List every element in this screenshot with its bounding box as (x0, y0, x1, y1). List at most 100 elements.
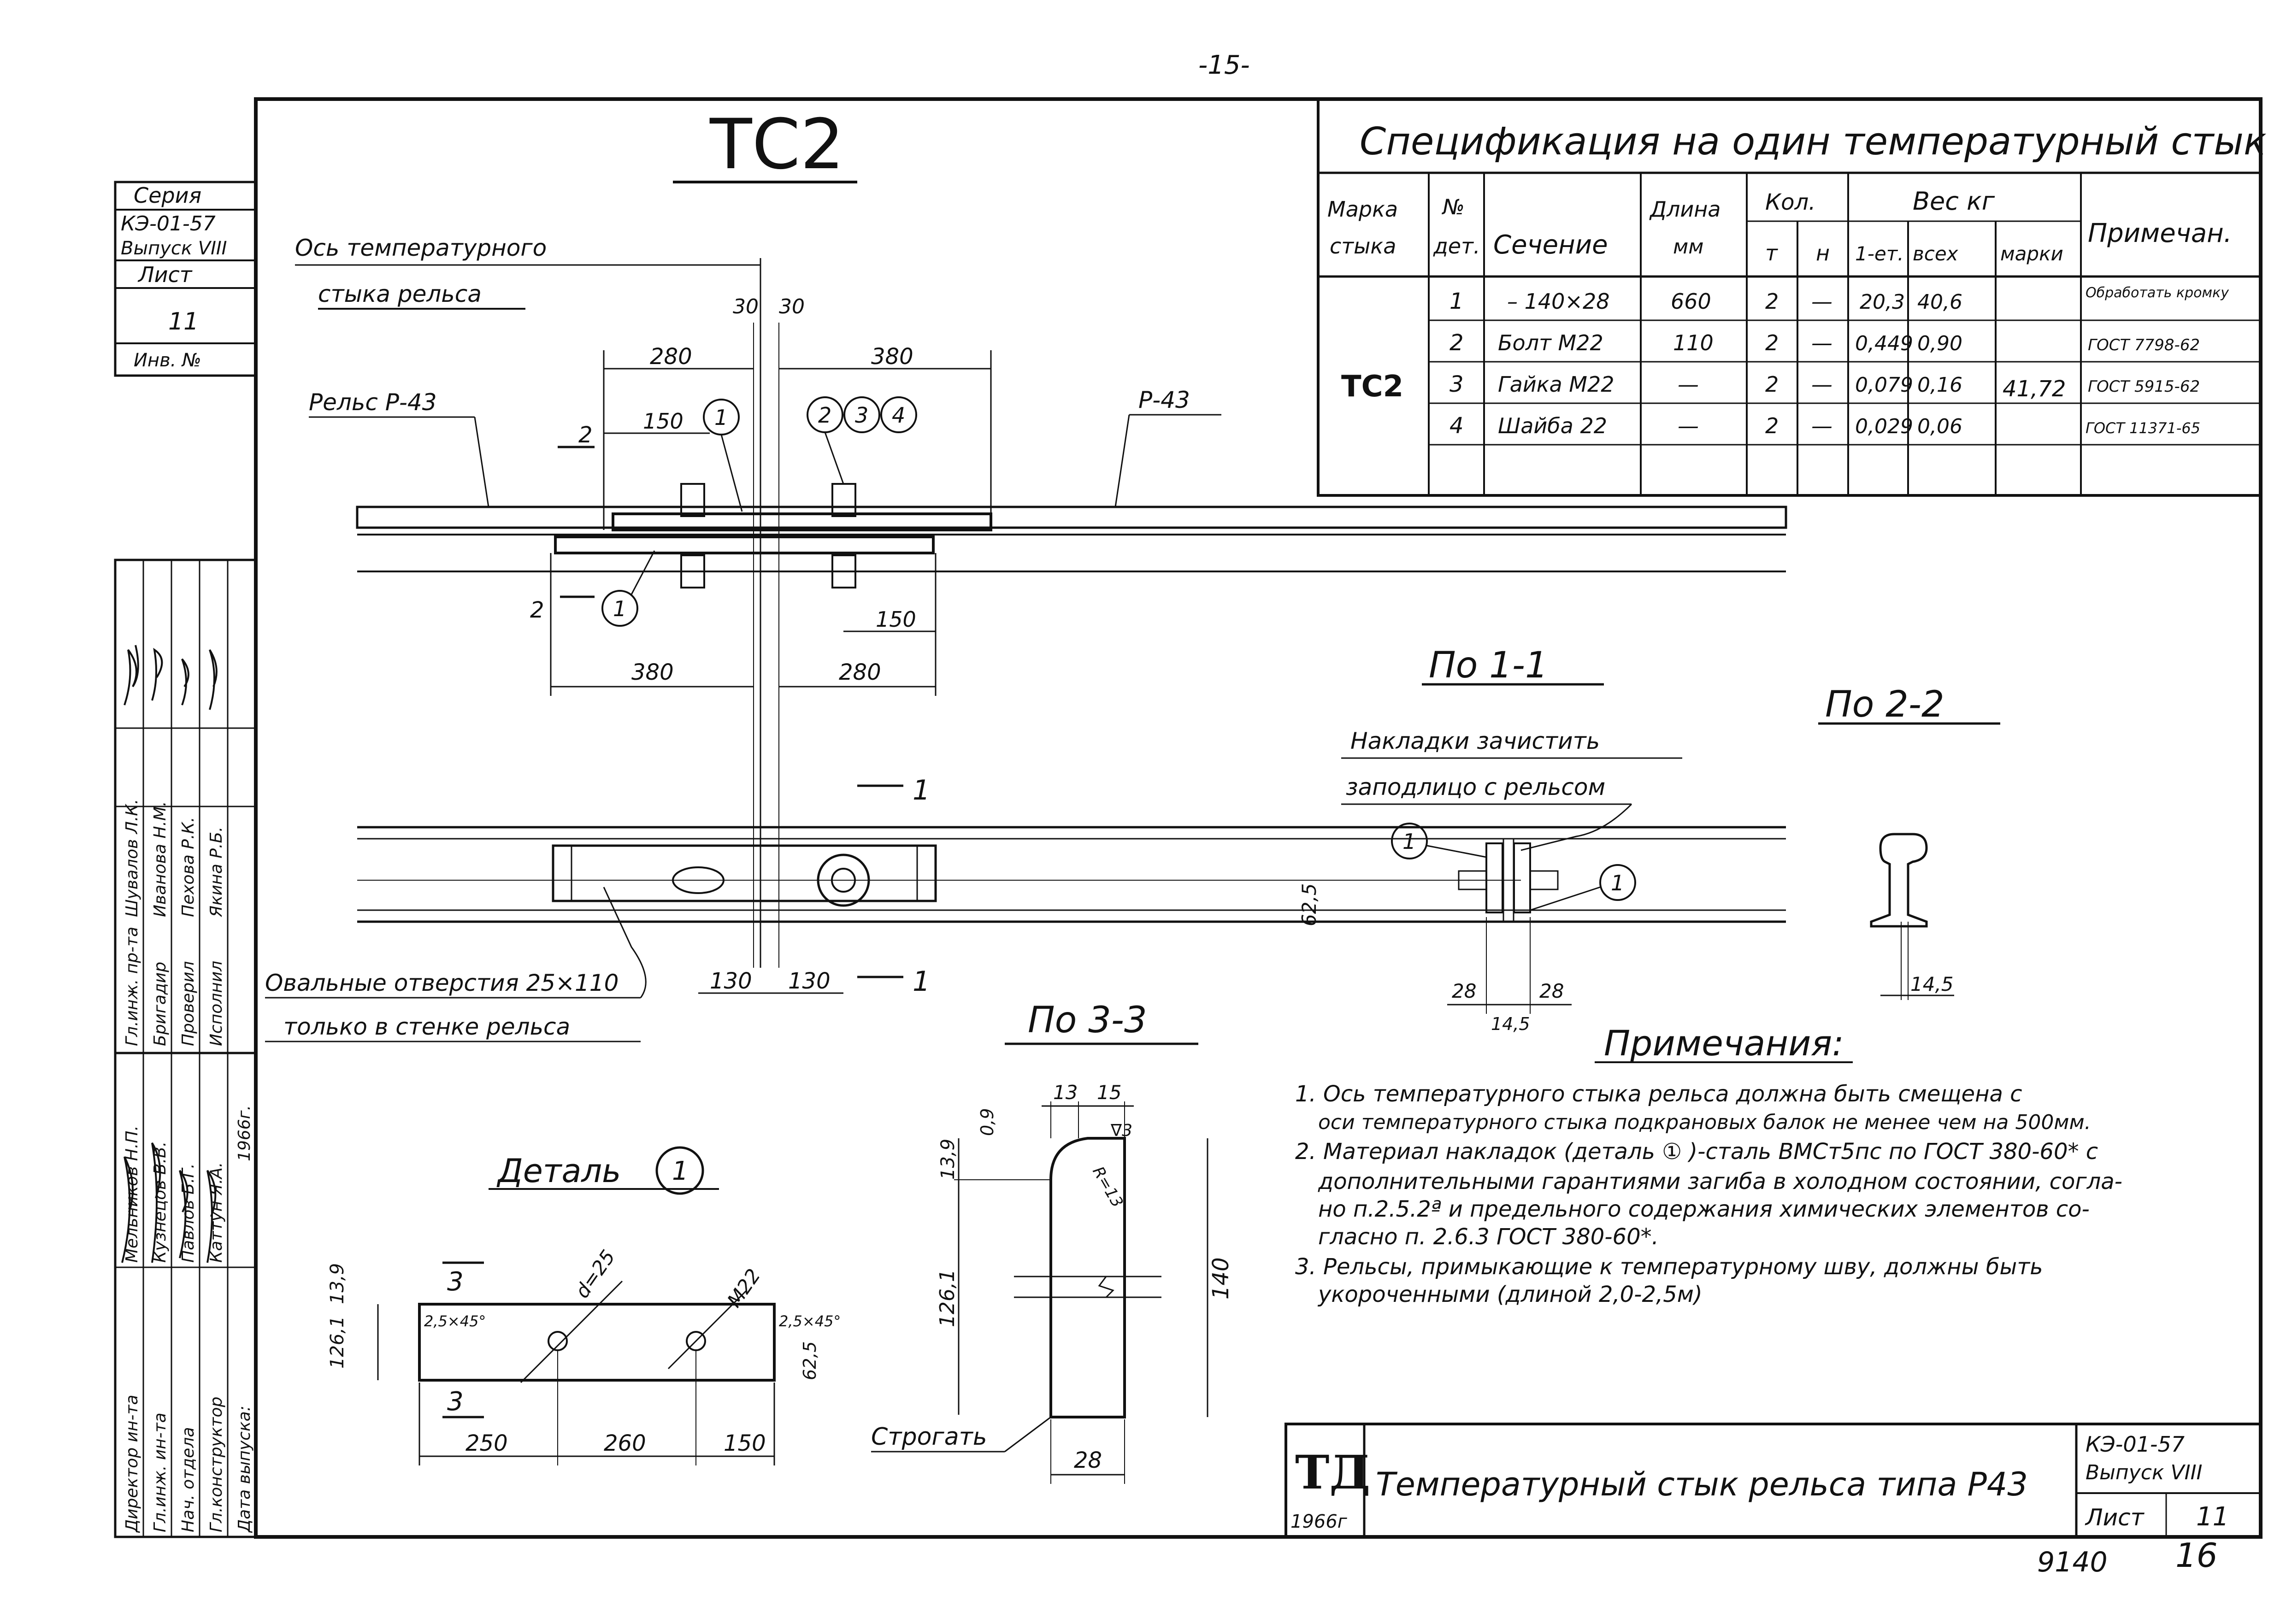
sig-role-7: Проверил (179, 961, 198, 1046)
plan-balloon-1b: 1 (613, 596, 626, 621)
titleblock-list-value: 11 (2196, 1502, 2229, 1532)
dim-150-top: 150 (643, 409, 683, 434)
note-line-0: 1. Ось температурного стыка рельса должн… (1295, 1081, 2022, 1107)
stamp-list-value: 11 (168, 308, 199, 335)
notes-title: Примечания: (1604, 1023, 1844, 1064)
sig-role-8: Исполнил (207, 961, 226, 1046)
row-0-t: 2 (1765, 289, 1779, 314)
spec-table: Спецификация на один температурный стык … (1317, 98, 2266, 497)
table-row: 3 Гайка М22 — 2 — 0,079 0,16 ГОСТ 5915-6… (1449, 371, 2200, 397)
row-1-w1: 0,449 (1855, 332, 1913, 355)
row-2-w1: 0,079 (1855, 373, 1913, 397)
view-2-2: По 2-2 14,5 (1818, 684, 2000, 1000)
hdr-marka-1: Марка (1327, 197, 1398, 222)
titleblock-title: Температурный стык рельса типа Р43 (1376, 1465, 2028, 1503)
detail-hole-d: d=25 (571, 1246, 619, 1302)
row-3-len: — (1678, 413, 1699, 438)
footer-page: 16 (2175, 1536, 2218, 1575)
sec2-bottom: 2 (530, 597, 544, 623)
sig-name-5: Шувалов Л.К. (123, 799, 141, 917)
plan-balloon-3: 3 (855, 403, 868, 428)
rail-left-label: Рельс Р-43 (309, 389, 437, 416)
dim-380-top: 380 (871, 344, 913, 370)
sig-role-2: Нач. отдела (179, 1427, 198, 1532)
view33-dim-1261: 126,1 (936, 1269, 959, 1327)
signatures-lower (121, 1142, 217, 1263)
view33-dim-28: 28 (1074, 1447, 1102, 1473)
view11-note-2: заподлицо с рельсом (1346, 774, 1605, 800)
dim-625-elev: 62,5 (1298, 883, 1320, 926)
hdr-no-1: № (1441, 194, 1465, 219)
detail-dim-625: 62,5 (800, 1341, 820, 1380)
row-1-t: 2 (1765, 330, 1779, 355)
notes-block: Примечания: 1. Ось температурного стыка … (1295, 1023, 2122, 1307)
row-1-n: — (1811, 330, 1832, 355)
note-line-6: 3. Рельсы, примыкающие к температурному … (1295, 1254, 2043, 1280)
row-0-no: 1 (1449, 288, 1464, 314)
table-row: 4 Шайба 22 — 2 — 0,029 0,06 ГОСТ 11371-6… (1449, 413, 2200, 439)
note-line-3: дополнительными гарантиями загиба в холо… (1318, 1169, 2122, 1194)
page-number: -15- (1198, 50, 1250, 80)
footer-order: 9140 (2037, 1546, 2108, 1578)
row-1-wall: 0,90 (1917, 332, 1962, 355)
sig-name-7: Пехова Р.К. (179, 817, 198, 917)
detail-dim-150: 150 (724, 1430, 766, 1456)
row-2-len: — (1678, 372, 1699, 397)
sec1-bottom: 1 (913, 965, 930, 998)
titleblock-logo: ТД (1295, 1445, 1370, 1500)
row-2-t: 2 (1765, 372, 1779, 397)
detail-sec3-top: 3 (447, 1267, 464, 1297)
sig-role-0: Директор ин-та (123, 1395, 141, 1533)
main-title: ТС2 (709, 105, 844, 185)
plan-balloon-2: 2 (818, 403, 831, 428)
spec-mark-weight: 41,72 (2003, 376, 2066, 402)
stamp-list-label: Лист (137, 262, 193, 287)
note-line-7: укороченными (длиной 2,0-2,5м) (1317, 1282, 1703, 1307)
dim-30a: 30 (733, 295, 759, 318)
table-row: 2 Болт М22 110 2 — 0,449 0,90 ГОСТ 7798-… (1449, 330, 2200, 356)
row-3-t: 2 (1765, 413, 1779, 438)
sig-role-1: Гл.инж. ин-та (151, 1412, 170, 1532)
stamp-inv-label: Инв. № (134, 350, 201, 371)
titleblock-vypusk: Выпуск VIII (2086, 1461, 2203, 1484)
hdr-vseh: всех (1913, 242, 1959, 265)
row-2-note: ГОСТ 5915-62 (2088, 377, 2200, 396)
hdr-kol: Кол. (1765, 189, 1815, 215)
note-line-2: 2. Материал накладок (деталь ① )-сталь В… (1295, 1139, 2098, 1165)
row-0-wall: 40,6 (1917, 290, 1962, 314)
plan-balloon-4: 4 (892, 403, 905, 428)
view11-balloon-r: 1 (1611, 871, 1624, 895)
row-2-no: 3 (1449, 371, 1464, 397)
row-2-wall: 0,16 (1917, 373, 1962, 397)
stamp-vypusk: Выпуск VIII (121, 238, 227, 259)
table-row: 1 – 140×28 660 2 — 20,3 40,6 Обработать … (1449, 285, 2229, 314)
sig-role-6: Бригадир (151, 962, 170, 1046)
note-line-5: гласно п. 2.6.3 ГОСТ 380-60*. (1318, 1224, 1659, 1250)
plan-balloon-1: 1 (714, 405, 728, 430)
note-line-1: оси температурного стыка подкрановых бал… (1318, 1111, 2091, 1134)
plan-view: Ось температурного стыка рельса 30 30 28… (295, 235, 1787, 968)
view11-balloon-l: 1 (1402, 829, 1416, 854)
sig-name-6: Иванова Н.М. (151, 801, 170, 917)
view11-title: По 1-1 (1429, 645, 1548, 686)
sig-role-3: Гл.конструктор (207, 1397, 226, 1532)
axis-label-2: стыка рельса (318, 281, 482, 307)
titleblock-year: 1966г (1290, 1511, 1348, 1532)
view33-radius: R=13 (1089, 1164, 1126, 1211)
view-3-3: По 3-3 13 15 0,9 13,9 126,1 140 R=13 ∇3 … (871, 1000, 1234, 1484)
view33-dim-139: 13,9 (937, 1139, 959, 1180)
dim-130a: 130 (710, 968, 752, 994)
row-0-n: — (1811, 289, 1832, 314)
note-line-4: но п.2.5.2ª и предельного содержания хим… (1318, 1196, 2090, 1222)
hdr-odn: 1-ет. (1855, 242, 1904, 265)
detail-chamfer-l: 2,5×45° (424, 1312, 486, 1330)
view-1-1: По 1-1 Накладки зачистить заподлицо с ре… (1341, 645, 1682, 1034)
detail-sec3-bottom: 3 (447, 1387, 464, 1417)
detail-dim-250: 250 (465, 1430, 508, 1456)
view33-plane-note: Строгать (871, 1423, 987, 1451)
view33-dim-15: 15 (1097, 1081, 1121, 1104)
hdr-no-2: дет. (1433, 234, 1480, 259)
dim-380-bot: 380 (631, 659, 674, 685)
view11-note-1: Накладки зачистить (1350, 728, 1600, 754)
